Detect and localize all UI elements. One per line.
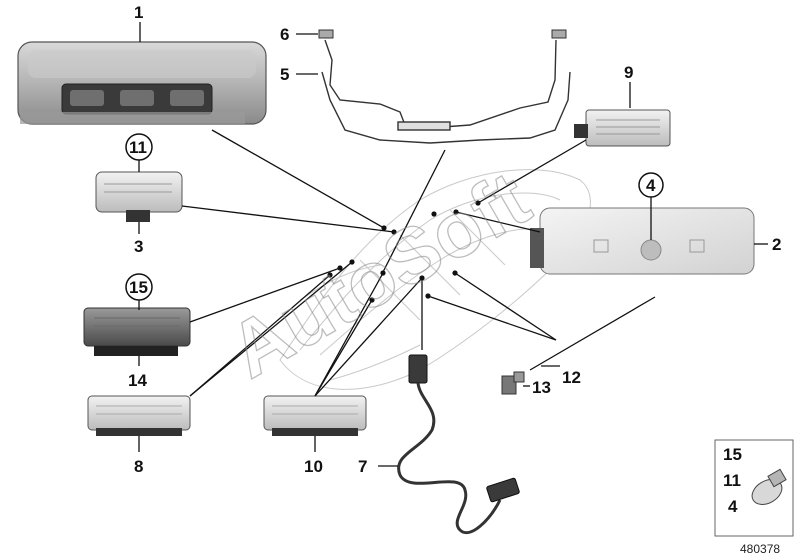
callout-9: 9 (624, 63, 633, 82)
callout-11: 11 (129, 138, 147, 157)
part-10-door-light (263, 395, 367, 436)
callout-15: 15 (129, 278, 148, 297)
callout-12: 12 (562, 368, 581, 387)
bulb-icon (751, 468, 787, 505)
callout-2: 2 (772, 235, 781, 254)
part-7-cable-harness (397, 354, 520, 535)
callout-4-circle (638, 172, 664, 198)
inset-label-11: 11 (723, 471, 741, 490)
part-13-clip (501, 371, 525, 395)
callout-5: 5 (280, 65, 289, 84)
leader-lines (138, 22, 768, 467)
callout-13: 13 (532, 378, 551, 397)
leader-dots (327, 200, 481, 303)
part-14-footwell-light (83, 307, 191, 356)
drawing-number: 480378 (740, 542, 780, 556)
part-1-roof-function-center (17, 41, 267, 125)
callout-6: 6 (280, 25, 289, 44)
callout-10: 10 (304, 457, 323, 476)
inset-box: 15 11 4 (714, 439, 794, 537)
part-6-connector (318, 29, 567, 39)
part-2-rear-interior-light (530, 207, 755, 275)
callout-15-circle (125, 273, 153, 301)
callout-4: 4 (646, 176, 656, 195)
part-8-door-light (87, 395, 191, 436)
callout-1: 1 (134, 3, 143, 22)
callout-14: 14 (128, 371, 147, 390)
autosoft-watermark: AutoSoft (215, 154, 544, 395)
part-5-wiring-harness (321, 39, 571, 144)
callout-11-circle (125, 133, 153, 161)
callout-8: 8 (134, 457, 143, 476)
callout-3: 3 (134, 237, 143, 256)
inset-label-15: 15 (723, 445, 742, 464)
callout-7: 7 (358, 457, 367, 476)
part-3-reading-light (95, 171, 183, 222)
part-9-interior-light (574, 109, 671, 147)
inset-label-4: 4 (728, 497, 738, 516)
